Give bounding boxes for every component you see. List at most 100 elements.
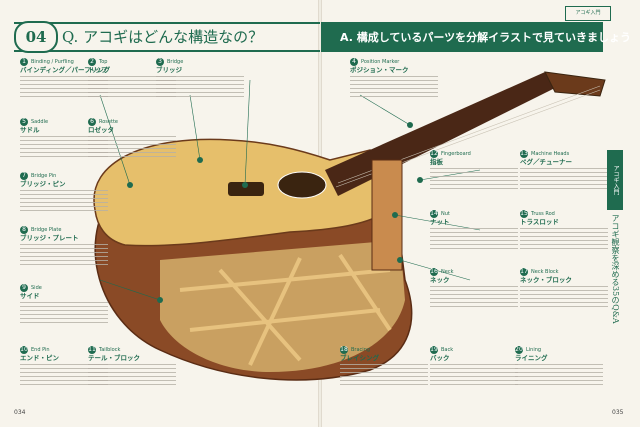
callout-japanese-label: ブリッジ・プレート: [20, 234, 79, 242]
question-title: Q. アコギはどんな構造なの？: [62, 28, 264, 46]
callout-japanese-label: バインディング／パーフリング: [20, 66, 111, 74]
answer-title: A. 構成しているパーツを分解イラストで見ていきましょう: [340, 31, 631, 44]
callout-japanese-label: ネック・ブロック: [520, 276, 572, 284]
callout-body-text: [520, 168, 608, 192]
callout-rosette: 6 Rosette ロゼッタ: [88, 118, 176, 160]
callout-number: 1: [20, 58, 28, 66]
callout-japanese-label: バック: [430, 354, 450, 362]
callout-english-label: Nut: [441, 211, 450, 217]
callout-japanese-label: ライニング: [515, 354, 548, 362]
callout-english-label: Machine Heads: [531, 151, 570, 157]
callout-japanese-label: ブリッジ: [156, 66, 182, 74]
callout-number: 14: [430, 210, 438, 218]
callout-japanese-label: ブリッジ・ピン: [20, 180, 66, 188]
callout-number: 16: [430, 268, 438, 276]
callout-english-label: Rosette: [99, 119, 118, 125]
callout-number: 5: [20, 118, 28, 126]
callout-body-text: [430, 364, 518, 388]
answer-header-band: [321, 22, 603, 52]
callout-number: 13: [520, 150, 528, 158]
callout-english-label: Bridge Pin: [31, 173, 57, 179]
callout-body-text: [20, 190, 108, 214]
callout-body-text: [515, 364, 603, 388]
callout-number: 2: [88, 58, 96, 66]
callout-japanese-label: サイド: [20, 292, 40, 300]
callout-english-label: Back: [441, 347, 454, 353]
page-number-left: 034: [14, 409, 26, 416]
callout-japanese-label: 指板: [430, 158, 443, 166]
callout-japanese-label: ブレイシング: [340, 354, 379, 362]
series-logo: アコギ入門: [565, 6, 611, 21]
callout-number: 6: [88, 118, 96, 126]
callout-body-text: [156, 76, 244, 100]
callout-number: 15: [520, 210, 528, 218]
callout-body-text: [520, 286, 608, 310]
callout-japanese-label: トラスロッド: [520, 218, 559, 226]
callout-neck: 16 Neck ネック: [430, 268, 518, 310]
callout-japanese-label: テール・ブロック: [88, 354, 140, 362]
callout-japanese-label: ロゼッタ: [88, 126, 114, 134]
callout-english-label: Lining: [526, 347, 542, 353]
callout-japanese-label: トップ: [88, 66, 108, 74]
callout-number: 7: [20, 172, 28, 180]
callout-number: 12: [430, 150, 438, 158]
callout-english-label: Saddle: [31, 119, 49, 125]
callout-english-label: Top: [99, 59, 108, 65]
callout-back: 19 Back バック: [430, 346, 518, 388]
question-header-band: [14, 22, 320, 52]
callout-japanese-label: サドル: [20, 126, 40, 134]
callout-body-text: [350, 76, 438, 100]
callout-english-label: Tailblock: [99, 347, 121, 353]
callout-body-text: [430, 286, 518, 310]
side-tab-heading: アコギ入門: [607, 150, 623, 210]
callout-number: 17: [520, 268, 528, 276]
callout-japanese-label: エンド・ピン: [20, 354, 59, 362]
callout-body-text: [88, 136, 176, 160]
callout-japanese-label: ネック: [430, 276, 450, 284]
callout-english-label: Bracing: [351, 347, 371, 353]
callout-bridge-pin: 7 Bridge Pin ブリッジ・ピン: [20, 172, 108, 214]
callout-number: 9: [20, 284, 28, 292]
callout-english-label: Bridge: [167, 59, 184, 65]
callout-position-marker: 4 Position Marker ポジション・マーク: [350, 58, 438, 100]
callout-english-label: Neck Block: [531, 269, 559, 275]
callout-number: 8: [20, 226, 28, 234]
callout-body-text: [88, 364, 176, 388]
callout-number: 20: [515, 346, 523, 354]
callout-body-text: [430, 228, 518, 252]
callout-japanese-label: ナット: [430, 218, 450, 226]
callout-body-text: [20, 244, 108, 268]
callout-bracing: 18 Bracing ブレイシング: [340, 346, 428, 388]
callout-fingerboard: 12 Fingerboard 指板: [430, 150, 518, 192]
callout-body-text: [340, 364, 428, 388]
callout-english-label: Position Marker: [361, 59, 400, 65]
side-index-tab: アコギ入門 アコギ観察を深める35のQ&A: [607, 150, 623, 390]
callout-english-label: Side: [31, 285, 42, 291]
callout-number: 4: [350, 58, 358, 66]
callout-side: 9 Side サイド: [20, 284, 108, 326]
callout-nut: 14 Nut ナット: [430, 210, 518, 252]
page-number-right: 035: [612, 409, 624, 416]
callout-english-label: End Pin: [31, 347, 50, 353]
question-number: 04: [14, 21, 58, 53]
callout-english-label: Binding / Purfling: [31, 59, 74, 65]
callout-english-label: Neck: [441, 269, 454, 275]
callout-japanese-label: ポジション・マーク: [350, 66, 409, 74]
callout-english-label: Bridge Plate: [31, 227, 62, 233]
callout-number: 19: [430, 346, 438, 354]
callout-english-label: Fingerboard: [441, 151, 471, 157]
callout-body-text: [20, 302, 108, 326]
callout-body-text: [430, 168, 518, 192]
callout-bridge-plate: 8 Bridge Plate ブリッジ・プレート: [20, 226, 108, 268]
side-tab-title: アコギ観察を深める35のQ&A: [611, 214, 620, 324]
callout-machine-heads: 13 Machine Heads ペグ／チューナー: [520, 150, 608, 192]
callout-japanese-label: ペグ／チューナー: [520, 158, 572, 166]
callout-number: 10: [20, 346, 28, 354]
callout-lining: 20 Lining ライニング: [515, 346, 603, 388]
callout-body-text: [520, 228, 608, 252]
callout-number: 18: [340, 346, 348, 354]
callout-tailblock: 11 Tailblock テール・ブロック: [88, 346, 176, 388]
callout-bridge: 3 Bridge ブリッジ: [156, 58, 244, 100]
callout-number: 3: [156, 58, 164, 66]
